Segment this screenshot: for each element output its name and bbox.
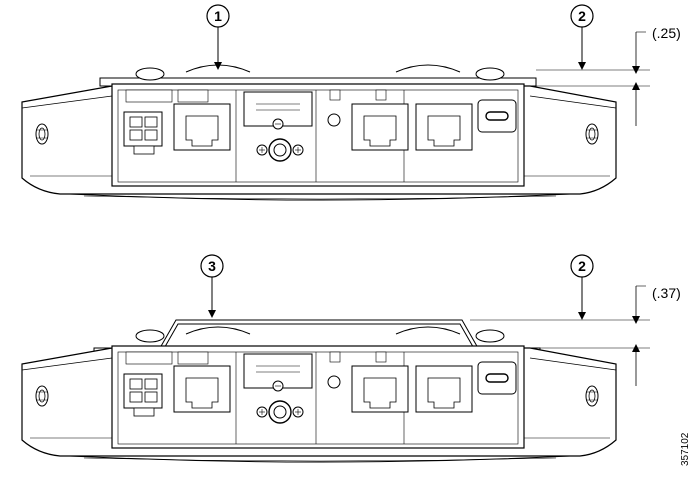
callout-3: 3 (200, 254, 224, 318)
callout-1: 1 (206, 4, 230, 70)
callout-2-top: 2 (570, 4, 594, 70)
dimension-bottom: (.37) (470, 285, 681, 386)
callout-2-bottom-label: 2 (578, 258, 586, 274)
callout-1-label: 1 (214, 8, 222, 24)
device-view-top (21, 64, 617, 201)
figure-id: 357102 (680, 432, 691, 466)
device-view-bottom (21, 319, 617, 463)
dimension-bottom-label: (.37) (652, 285, 681, 301)
dimension-top: (.25) (536, 25, 681, 126)
callout-2-top-label: 2 (578, 8, 586, 24)
callout-3-label: 3 (208, 258, 216, 274)
dimension-top-label: (.25) (652, 25, 681, 41)
callout-2-bottom: 2 (570, 254, 594, 320)
device-body-bottom (21, 326, 617, 463)
